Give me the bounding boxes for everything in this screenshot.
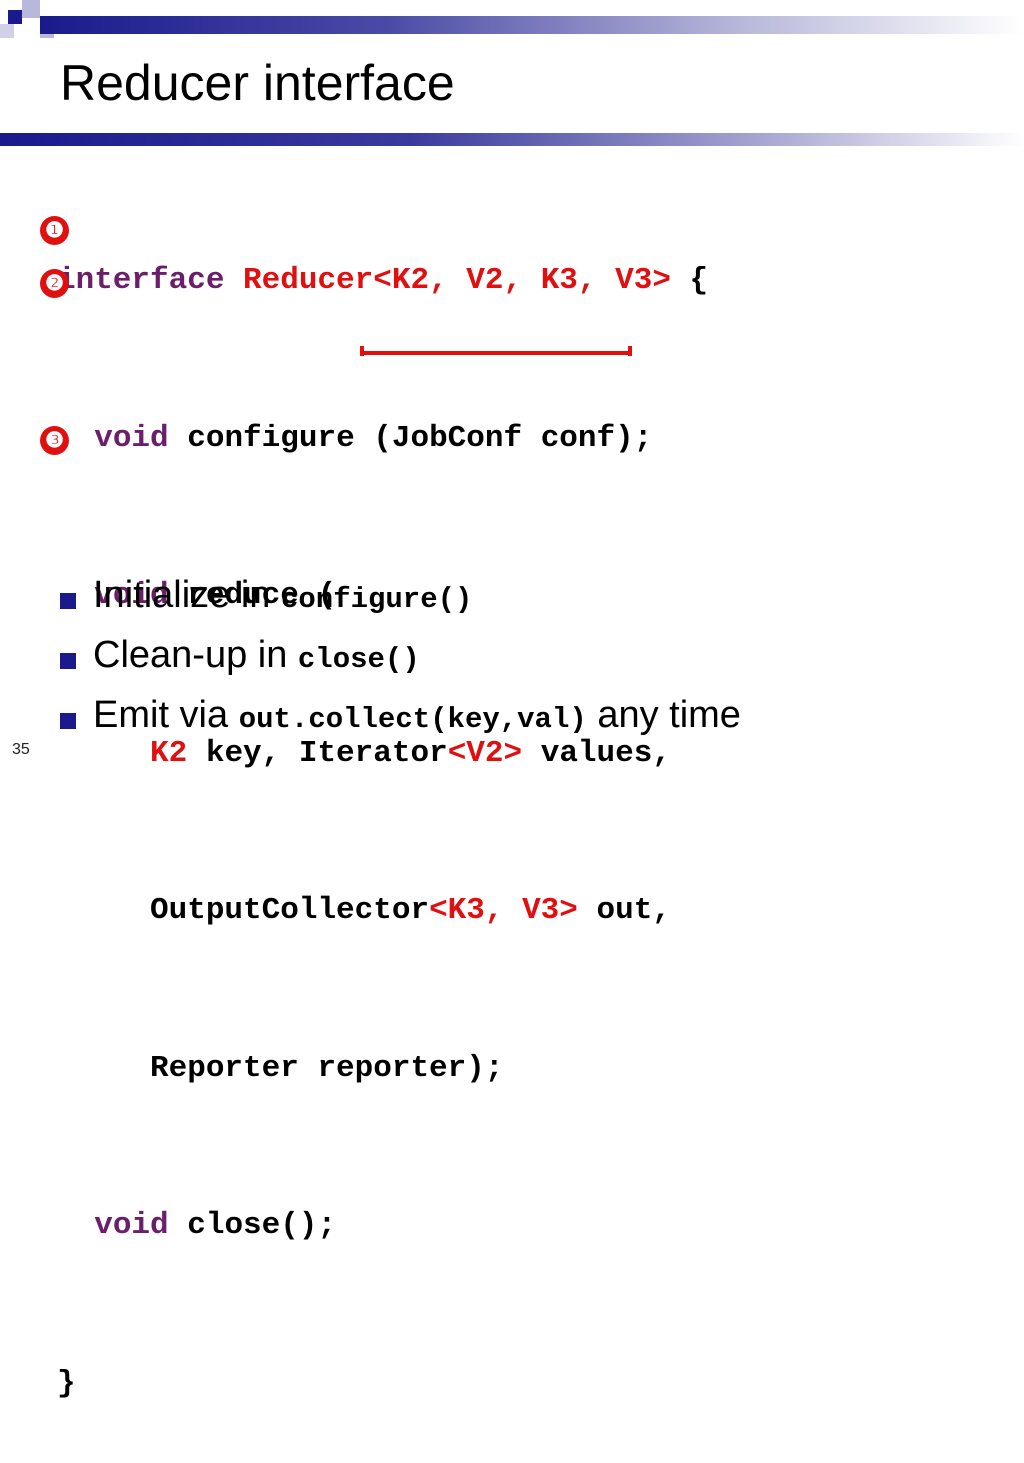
- bullet-code: configure(): [280, 583, 473, 616]
- code-text: key, Iterator: [187, 735, 448, 771]
- bullet-code: out.collect(key,val): [238, 703, 587, 736]
- marker-2-icon: ❷: [40, 269, 69, 298]
- marker-3-icon: ❸: [40, 426, 69, 455]
- title-divider: [0, 133, 1024, 146]
- code-line-8: }: [57, 1358, 708, 1411]
- code-line-7: void close();: [57, 1200, 708, 1253]
- code-text: Reporter reporter);: [150, 1050, 504, 1086]
- bullet-square-icon: [60, 593, 76, 609]
- code-keyword: void: [94, 578, 169, 613]
- code-text: }: [57, 1365, 76, 1401]
- iterator-underline: [360, 351, 632, 355]
- code-text: {: [670, 263, 709, 298]
- code-keyword: interface: [57, 263, 225, 298]
- code-line-1: interface Reducer<K2, V2, K3, V3> {: [57, 255, 708, 308]
- underline-tick-right: [628, 346, 632, 356]
- code-type-name: <V2>: [447, 735, 523, 771]
- code-text: configure (JobConf conf);: [168, 420, 653, 456]
- header-gradient-bar: [40, 16, 1024, 34]
- bullet-text: Emit via: [93, 694, 239, 736]
- bullet-text: Initialize in: [93, 574, 281, 616]
- code-line-2: void configure (JobConf conf);: [57, 413, 708, 466]
- code-text: close();: [168, 1208, 337, 1243]
- bullet-square-icon: [60, 713, 76, 729]
- code-text: reduce (: [168, 578, 337, 613]
- bullet-code: close(): [297, 643, 420, 676]
- code-text: out,: [577, 893, 671, 928]
- bullet-text: Clean-up in: [93, 634, 298, 676]
- code-type-name: K2: [150, 735, 188, 771]
- code-type-name: <K3, V3>: [429, 893, 578, 928]
- code-type-name: Reducer<K2, V2, K3, V3>: [243, 263, 671, 298]
- bullet-tail: any time: [586, 694, 741, 736]
- code-keyword: void: [94, 1208, 169, 1243]
- code-text: OutputCollector: [150, 893, 430, 928]
- marker-1-icon: ❶: [40, 216, 69, 245]
- code-line-4: K2 key, Iterator<V2> values,: [57, 728, 708, 781]
- code-line-6: Reporter reporter);: [57, 1043, 708, 1096]
- code-keyword: void: [94, 420, 169, 456]
- code-line-3: void reduce (: [57, 570, 708, 623]
- slide-title: Reducer interface: [60, 55, 455, 111]
- code-block: interface Reducer<K2, V2, K3, V3> { void…: [57, 150, 708, 1463]
- underline-tick-left: [360, 346, 364, 356]
- page-number: 35: [12, 741, 30, 758]
- code-text: values,: [522, 735, 671, 771]
- code-line-5: OutputCollector<K3, V3> out,: [57, 885, 708, 938]
- bullet-square-icon: [60, 653, 76, 669]
